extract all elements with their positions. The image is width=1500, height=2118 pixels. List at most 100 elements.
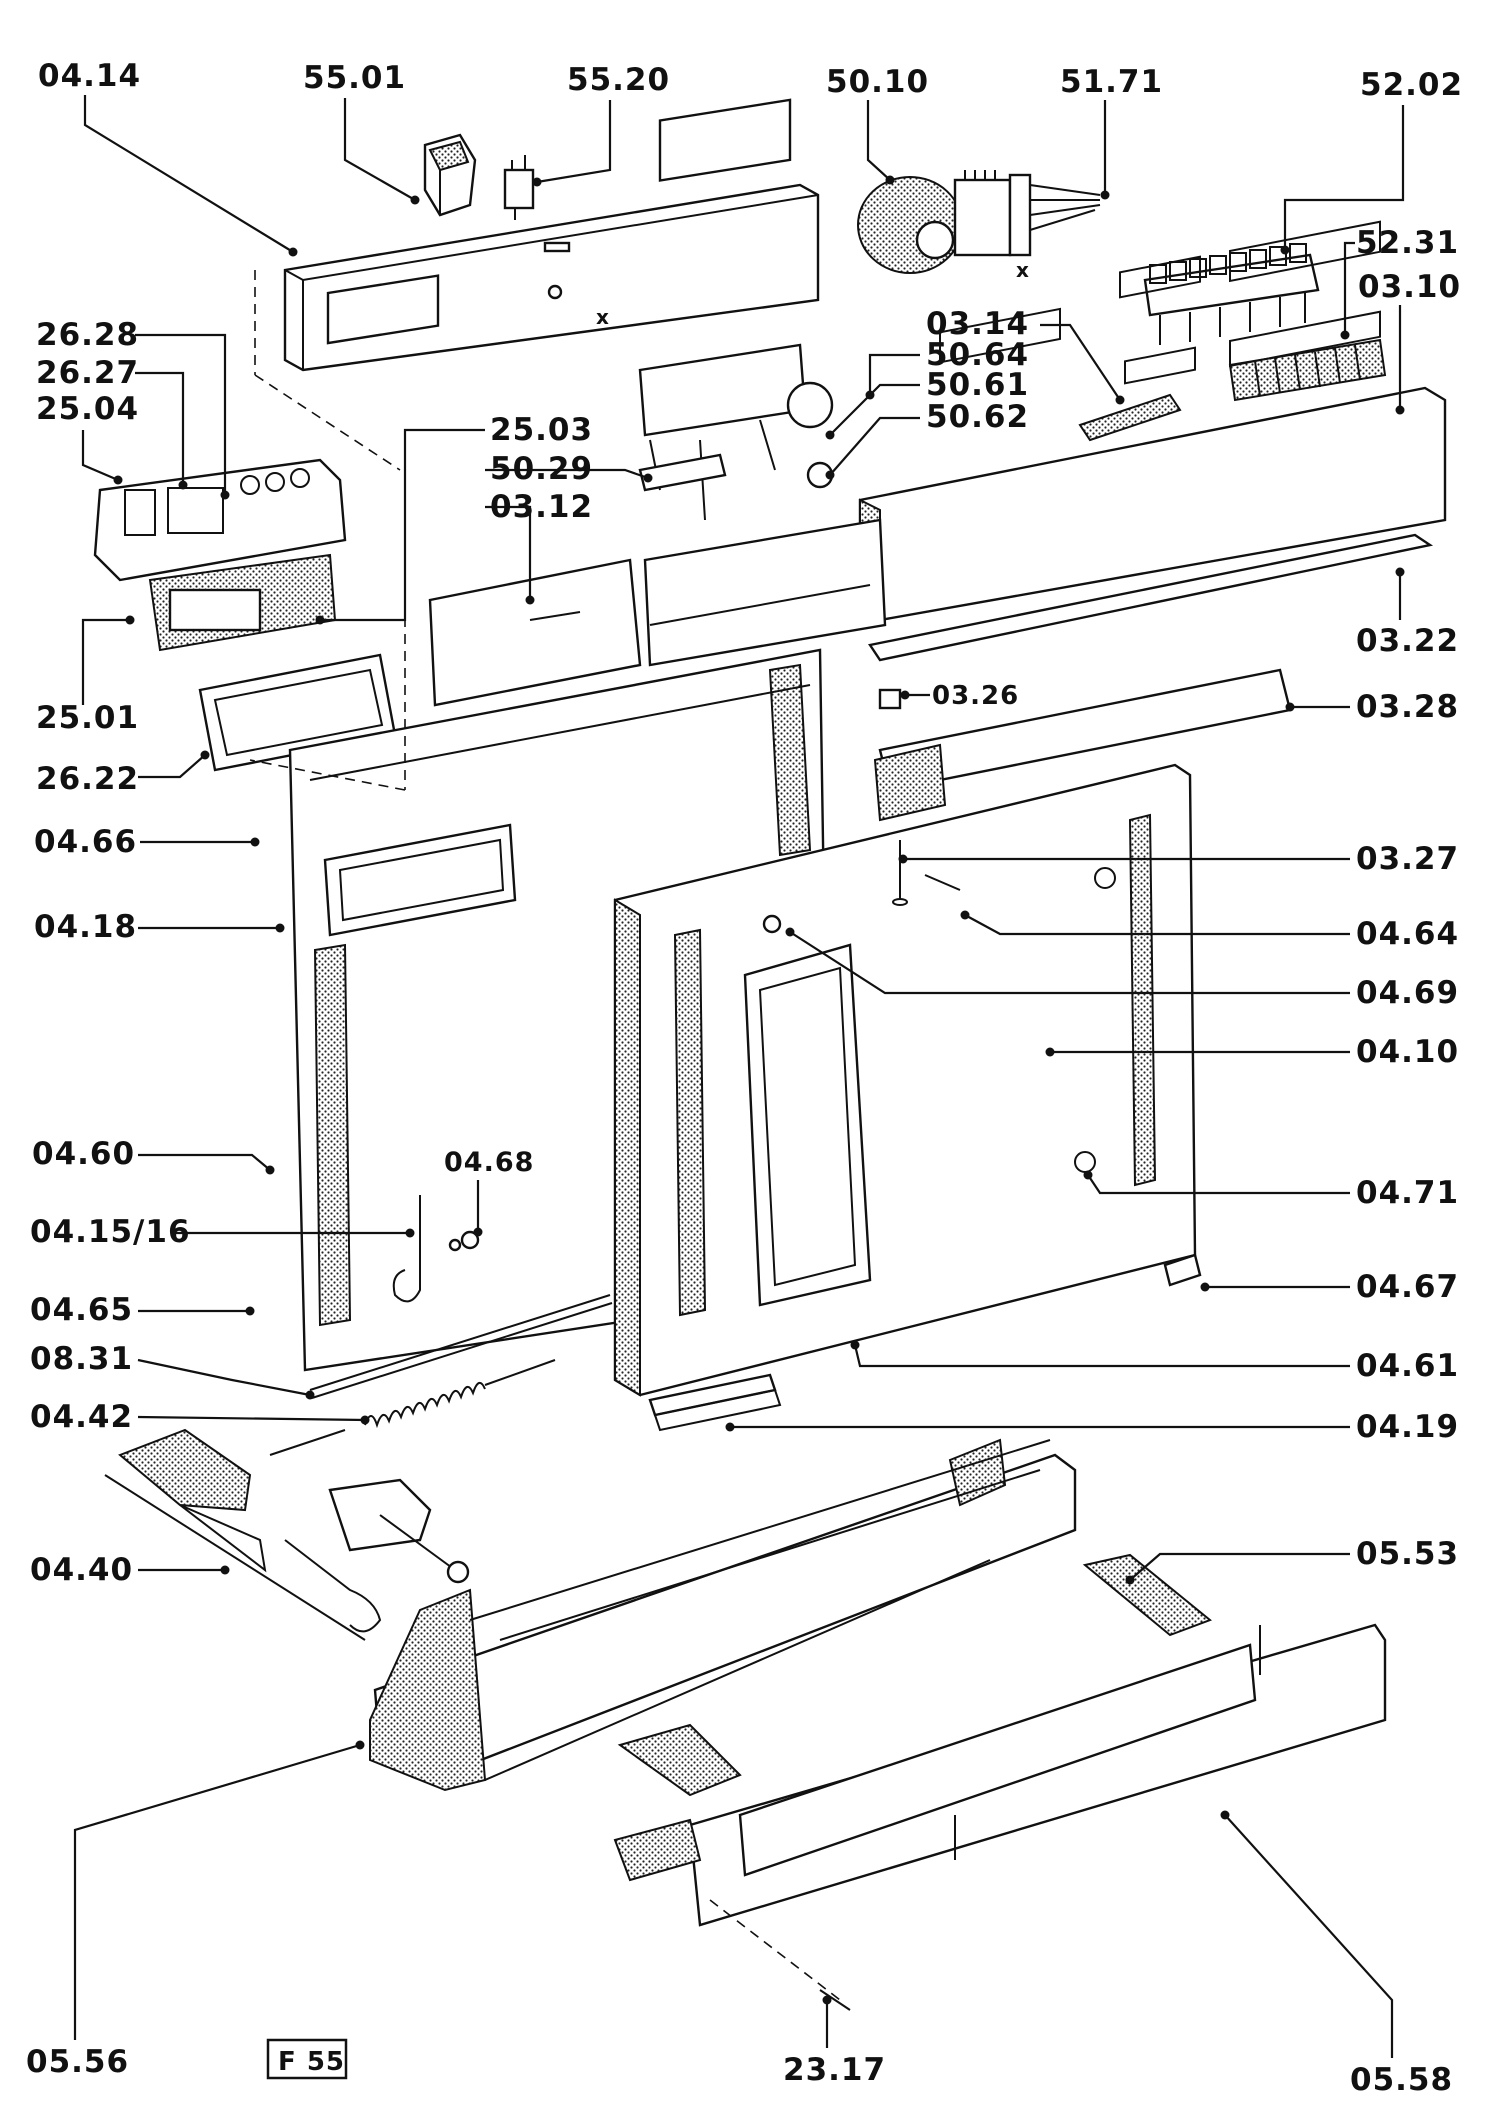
callout-labels: 04.14 55.01 55.20 50.10 51.71 52.02 52.3… — [26, 58, 1462, 2098]
label-04-69: 04.69 — [1356, 975, 1459, 1011]
leader-line-04-71 — [1087, 1174, 1350, 1195]
leader-dot-04-61 — [850, 1340, 860, 1350]
leader-line-04-61 — [853, 1344, 1350, 1368]
leader-line-55-01 — [343, 98, 416, 201]
leader-dot-04-64 — [960, 910, 970, 920]
label-04-14: 04.14 — [38, 58, 141, 94]
leader-dot-26-22 — [200, 750, 210, 760]
figure-code: F 55 — [278, 2047, 345, 2077]
marker-x-2: x — [1016, 258, 1030, 282]
leader-dot-05-56 — [355, 1740, 365, 1750]
label-04-15-16: 04.15/16 — [30, 1214, 191, 1250]
label-04-19: 04.19 — [1356, 1409, 1459, 1445]
leader-dot-04-66 — [250, 837, 260, 847]
leader-dot-04-65 — [245, 1306, 255, 1316]
leader-dot-05-58 — [1220, 1810, 1230, 1820]
label-50-62: 50.62 — [926, 399, 1029, 435]
label-25-01: 25.01 — [36, 700, 139, 736]
leader-dot-08-31 — [305, 1390, 315, 1400]
part-04-15-16-hook — [392, 1195, 480, 1303]
part-03-28-lower-trim — [873, 668, 1292, 822]
leader-dot-51-71 — [1100, 190, 1110, 200]
leader-line-50-61 — [829, 383, 920, 436]
leader-dot-23-17 — [822, 1995, 832, 2005]
part-04-19-latch — [648, 1373, 782, 1432]
label-04-42: 04.42 — [30, 1399, 133, 1435]
part-03-22-trim-strip — [868, 533, 1434, 662]
part-25-04-switch-module — [93, 458, 347, 652]
leader-dot-55-01 — [410, 195, 420, 205]
leader-line-05-53 — [1129, 1552, 1350, 1581]
leader-lines — [73, 95, 1405, 2058]
leader-dot-04-18 — [275, 923, 285, 933]
leader-dot-04-60 — [265, 1165, 275, 1175]
part-05-58-kick-plate — [613, 1623, 1387, 1927]
leader-dot-05-53 — [1125, 1575, 1135, 1585]
leader-dot-04-10 — [1045, 1047, 1055, 1057]
label-04-18: 04.18 — [34, 909, 137, 945]
label-26-27: 26.27 — [36, 355, 139, 391]
leader-dot-04-42 — [360, 1415, 370, 1425]
label-05-58: 05.58 — [1350, 2062, 1453, 2098]
label-50-29: 50.29 — [490, 451, 593, 487]
leader-dot-50-29 — [643, 473, 653, 483]
label-50-64: 50.64 — [926, 337, 1029, 373]
leader-dot-03-22 — [1395, 567, 1405, 577]
leader-line-04-60 — [138, 1153, 271, 1171]
leader-line-25-03 — [320, 428, 485, 622]
label-04-10: 04.10 — [1356, 1034, 1459, 1070]
leader-line-52-02 — [1283, 105, 1405, 250]
leader-dot-04-71 — [1083, 1170, 1093, 1180]
leader-dot-25-04 — [113, 475, 123, 485]
leader-dot-50-10 — [885, 175, 895, 185]
label-03-14: 03.14 — [926, 306, 1029, 342]
leader-line-05-58 — [1224, 1814, 1394, 2058]
leader-line-26-27 — [135, 371, 185, 485]
leader-line-55-20 — [536, 100, 612, 184]
part-05-56-base-frame — [369, 1438, 1077, 1792]
leader-line-25-04 — [81, 430, 119, 482]
part-03-12-label-plate — [428, 518, 887, 707]
leader-dot-26-27 — [178, 480, 188, 490]
label-08-31: 08.31 — [30, 1341, 133, 1377]
leader-dot-03-28 — [1285, 702, 1295, 712]
part-03-14-insert — [1078, 393, 1182, 442]
marker-x-1: x — [596, 305, 610, 329]
part-04-40-hinge-assembly — [104, 1428, 470, 1641]
part-52-31-button-caps — [1228, 338, 1387, 402]
leader-line-04-42 — [137, 1415, 366, 1422]
label-04-61: 04.61 — [1356, 1348, 1459, 1384]
leader-dot-52-31 — [1340, 330, 1350, 340]
leader-line-26-28 — [135, 333, 227, 495]
leader-dot-04-40 — [220, 1565, 230, 1575]
label-04-71: 04.71 — [1356, 1175, 1459, 1211]
leader-dot-03-26 — [900, 690, 910, 700]
label-55-20: 55.20 — [567, 62, 670, 98]
leader-line-50-62 — [829, 416, 920, 476]
part-55-01-bracket — [423, 133, 477, 217]
part-51-71-wiring-harness — [1008, 173, 1101, 257]
part-04-42-spring — [364, 1359, 556, 1429]
leader-dot-50-62 — [825, 470, 835, 480]
label-05-56: 05.56 — [26, 2044, 129, 2080]
label-23-17: 23.17 — [783, 2052, 886, 2088]
leader-line-26-22 — [138, 754, 206, 779]
label-03-27: 03.27 — [1356, 841, 1459, 877]
leader-dot-03-10 — [1395, 405, 1405, 415]
leader-line-50-10 — [866, 100, 891, 181]
leader-line-52-31 — [1343, 241, 1355, 335]
leader-dot-25-01 — [125, 615, 135, 625]
part-04-67-bracket — [1163, 1253, 1202, 1287]
part-50-10-timer-motor — [857, 170, 1022, 274]
label-55-01: 55.01 — [303, 60, 406, 96]
part-05-53-strip — [1082, 1553, 1212, 1637]
label-03-22: 03.22 — [1356, 623, 1459, 659]
leader-dot-03-12 — [525, 595, 535, 605]
label-26-22: 26.22 — [36, 761, 139, 797]
part-50-64-mechanism — [638, 343, 834, 521]
leader-line-05-56 — [73, 1743, 361, 2040]
label-52-31: 52.31 — [1356, 225, 1459, 261]
label-03-10: 03.10 — [1358, 269, 1461, 305]
leader-dot-04-15-16 — [405, 1228, 415, 1238]
